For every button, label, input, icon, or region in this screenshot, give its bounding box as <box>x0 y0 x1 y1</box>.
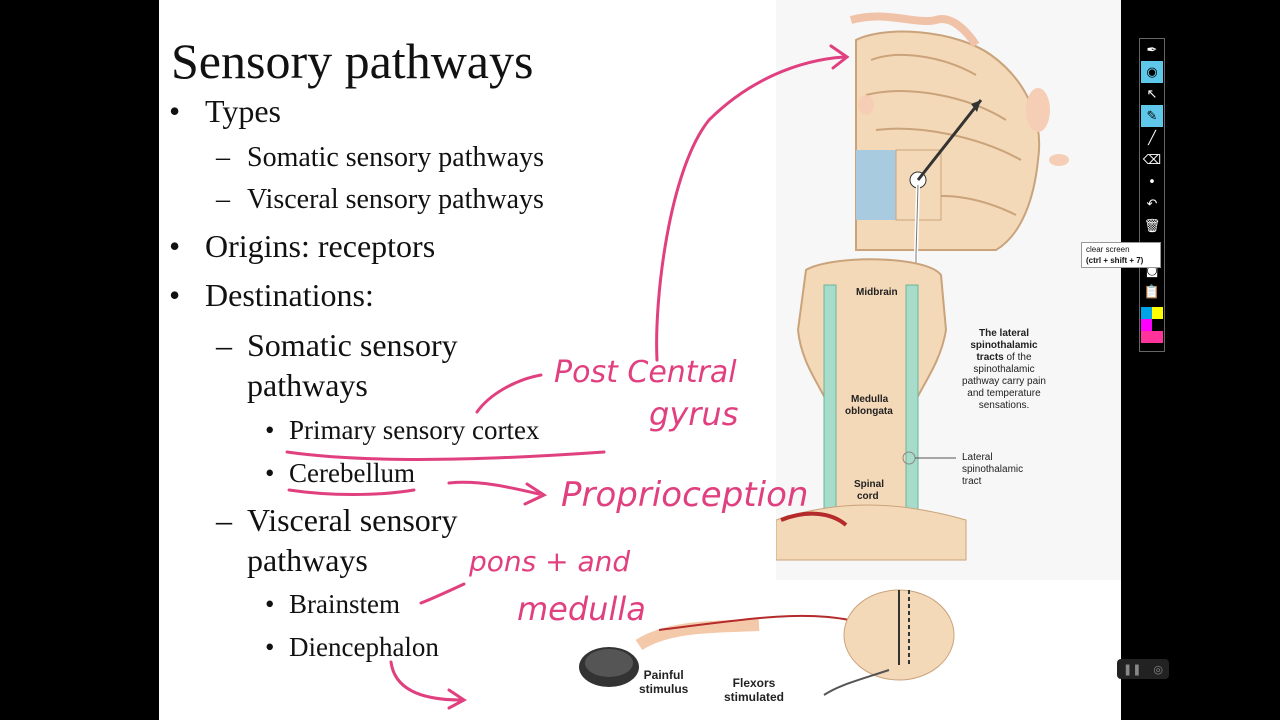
caption-line: tracts of the <box>949 352 1059 364</box>
caption-normal: of the <box>1003 352 1032 363</box>
caption-line: and temperature <box>967 388 1041 399</box>
flexors-line: Flexors <box>732 676 776 690</box>
bullet-visceral: Visceral sensory pathways <box>247 184 544 215</box>
dash-marker: – <box>216 142 230 173</box>
dot-size-icon[interactable]: • <box>1148 174 1156 190</box>
annotation-proprioception: Proprioception <box>561 475 809 515</box>
painful-stimulus-label: Painful stimulus <box>639 668 688 696</box>
color-swatch-pink[interactable] <box>1141 331 1152 343</box>
reflex-diagram <box>579 585 959 705</box>
tract-line: Lateral <box>962 452 993 463</box>
item-diencephalon: Diencephalon <box>289 632 439 662</box>
tooltip-title: clear screen <box>1086 245 1130 254</box>
dest-somatic-line2: pathways <box>247 367 368 403</box>
caption-line: spinothalamic <box>970 340 1038 351</box>
tract-line: spinothalamic <box>962 464 1024 475</box>
label-medulla-2: oblongata <box>845 406 893 417</box>
dash-marker: – <box>216 327 232 363</box>
painful-line: Painful <box>643 668 684 682</box>
tract-line: tract <box>962 476 982 487</box>
bullet-marker: • <box>169 228 181 264</box>
bullet-marker: • <box>265 458 275 488</box>
pause-icon[interactable]: ❚❚ <box>1122 662 1142 676</box>
slide: Sensory pathways • Types – Somatic senso… <box>159 0 1121 720</box>
cursor-icon[interactable]: ↖ <box>1146 86 1158 102</box>
pen-nib-icon[interactable]: ✒ <box>1146 42 1158 58</box>
painful-line: stimulus <box>639 682 689 696</box>
bullet-types: Types <box>205 93 281 129</box>
slide-title: Sensory pathways <box>171 33 534 89</box>
bullet-marker: • <box>169 277 181 313</box>
item-brainstem: Brainstem <box>289 589 400 619</box>
annotation-gyrus: gyrus <box>649 395 739 433</box>
dest-somatic-line1: Somatic sensory <box>247 327 458 363</box>
color-swatch-yellow[interactable] <box>1152 307 1163 319</box>
annotation-pons: pons + and <box>469 545 631 578</box>
annotation-toolbar: ✒ ◉ ↖ ✎ ╱ ⌫ • ↶ 🗑 ☚ ◙ 📋 <box>1139 38 1165 352</box>
annotation-medulla: medulla <box>517 590 646 628</box>
dash-marker: – <box>216 184 230 215</box>
dest-visceral-line1: Visceral sensory <box>247 502 458 538</box>
color-swatch-blue[interactable] <box>1141 307 1152 319</box>
spinal-cord-diagram <box>776 0 1121 580</box>
eye-icon[interactable]: ◉ <box>1141 61 1163 83</box>
caption-line: sensations. <box>978 400 1030 411</box>
label-spinal-2: cord <box>857 491 879 502</box>
flexors-line: stimulated <box>724 690 785 704</box>
label-medulla-1: Medulla <box>851 394 889 405</box>
caption-bold: tracts <box>976 352 1004 363</box>
bullet-marker: • <box>265 589 275 619</box>
bullet-marker: • <box>169 93 181 129</box>
tract-label: Lateral spinothalamic tract <box>962 452 1023 488</box>
diagram-caption: The lateral spinothalamic tracts of the … <box>949 328 1059 412</box>
caption-line: pathway carry pain <box>962 376 1046 387</box>
bullet-destinations: Destinations: <box>205 277 374 313</box>
label-midbrain: Midbrain <box>856 287 898 298</box>
bullet-marker: • <box>265 415 275 445</box>
tooltip-shortcut: (ctrl + shift + 7) <box>1086 256 1144 265</box>
line-icon[interactable]: ╱ <box>1148 130 1156 146</box>
bullet-somatic: Somatic sensory pathways <box>247 142 545 173</box>
bullet-origins: Origins: receptors <box>205 228 436 264</box>
ink-strokes <box>285 44 850 710</box>
label-spinal-1: Spinal <box>854 479 885 490</box>
highlighter-icon[interactable]: ✎ <box>1141 105 1163 127</box>
bullet-marker: • <box>265 632 275 662</box>
color-swatch-black[interactable] <box>1152 319 1163 331</box>
dash-marker: – <box>216 502 232 538</box>
caption-line: The lateral <box>978 328 1030 339</box>
caption-line: spinothalamic <box>973 364 1035 375</box>
settings-icon[interactable]: ◎ <box>1153 662 1163 676</box>
trash-icon[interactable]: 🗑 <box>1143 218 1161 234</box>
player-controls: ❚❚ ◎ <box>1117 659 1169 679</box>
eraser-icon[interactable]: ⌫ <box>1142 152 1162 168</box>
dest-visceral-line2: pathways <box>247 542 368 578</box>
item-primary-cortex: Primary sensory cortex <box>289 415 540 445</box>
flexors-label: Flexors stimulated <box>724 676 784 704</box>
clipboard-icon[interactable]: 📋 <box>1143 284 1161 300</box>
color-swatch-magenta[interactable] <box>1141 319 1152 331</box>
undo-icon[interactable]: ↶ <box>1146 196 1158 212</box>
clear-screen-tooltip: clear screen (ctrl + shift + 7) <box>1081 242 1161 268</box>
annotation-postcentral: Post Central <box>554 355 737 390</box>
color-swatch-pink[interactable] <box>1152 331 1163 343</box>
item-cerebellum: Cerebellum <box>289 458 415 488</box>
color-swatches <box>1141 307 1163 343</box>
